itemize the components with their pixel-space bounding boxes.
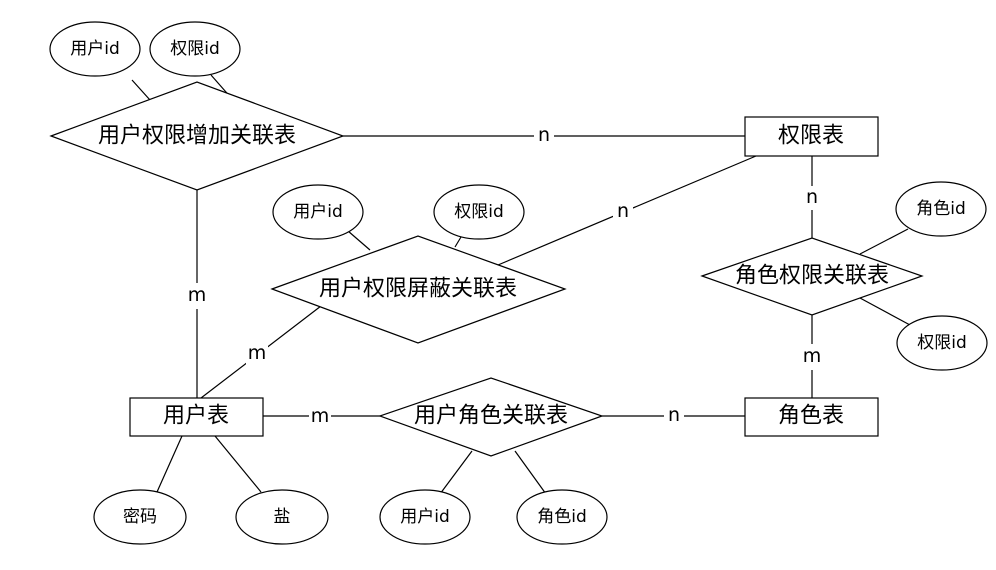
connector-user-salt [214,435,262,493]
attribute-role-perm-role-id[interactable]: 角色id [895,181,987,237]
relationship-role-permission-label: 角色权限关联表 [735,264,889,289]
cardinality-block-to-permission: n [617,200,629,222]
attribute-block-user-id[interactable]: 用户id [272,184,364,240]
connector-role-perm-permission-id [859,297,911,326]
attribute-add-user-id-label: 用户id [70,39,120,59]
entity-role[interactable]: 角色表 [744,397,879,437]
relationship-user-role-label: 用户角色关联表 [414,404,568,429]
entity-permission-label: 权限表 [778,124,844,149]
entity-user[interactable]: 用户表 [129,397,264,437]
relationship-user-permission-add-label: 用户权限增加关联表 [98,124,296,149]
connector-role-perm-role-id [859,228,909,255]
cardinality-labels: n m n m n m m n [186,124,823,430]
attribute-block-permission-id-label: 权限id [454,202,504,222]
attribute-block-user-id-label: 用户id [293,202,343,222]
entity-permission[interactable]: 权限表 [744,116,879,157]
cardinality-add-to-permission: n [538,124,550,146]
cardinality-user-role-to-role: n [668,404,680,426]
attribute-user-password[interactable]: 密码 [93,489,187,545]
relationship-user-permission-block[interactable]: 用户权限屏蔽关联表 [270,235,567,344]
attribute-add-permission-id[interactable]: 权限id [149,21,241,77]
relationship-user-permission-add[interactable]: 用户权限增加关联表 [49,81,345,191]
attribute-user-role-user-id[interactable]: 用户id [379,489,471,545]
attribute-user-role-role-id[interactable]: 角色id [516,489,608,545]
attribute-user-salt[interactable]: 盐 [235,489,329,545]
relationship-role-permission[interactable]: 角色权限关联表 [700,237,924,316]
attribute-user-password-label: 密码 [123,507,157,527]
cardinality-user-to-user-role: m [311,405,330,427]
attribute-user-role-role-id-label: 角色id [537,507,587,527]
attribute-block-permission-id[interactable]: 权限id [433,184,525,240]
connector-add-user-id [131,79,151,101]
attribute-add-permission-id-label: 权限id [170,39,220,59]
attribute-user-role-user-id-label: 用户id [400,507,450,527]
cardinality-permission-to-role-rel: n [806,186,818,208]
attribute-role-perm-permission-id-label: 权限id [917,333,967,353]
attribute-user-salt-label: 盐 [274,507,291,527]
connector-user-password [156,435,183,493]
connector-block-user-id [347,230,371,251]
relationship-user-role[interactable]: 用户角色关联表 [378,377,604,457]
attribute-role-perm-role-id-label: 角色id [916,199,966,219]
attribute-add-user-id[interactable]: 用户id [49,21,141,77]
relationship-user-permission-block-label: 用户权限屏蔽关联表 [319,277,517,302]
entity-role-label: 角色表 [778,404,844,429]
cardinality-role-rel-to-role: m [803,345,822,367]
attribute-role-perm-permission-id[interactable]: 权限id [896,315,988,371]
cardinality-add-to-user: m [188,284,207,306]
connector-user-role-user-id [439,450,473,495]
connector-user-role-role-id [514,450,547,495]
entity-user-label: 用户表 [163,404,229,429]
cardinality-block-to-user: m [248,342,267,364]
